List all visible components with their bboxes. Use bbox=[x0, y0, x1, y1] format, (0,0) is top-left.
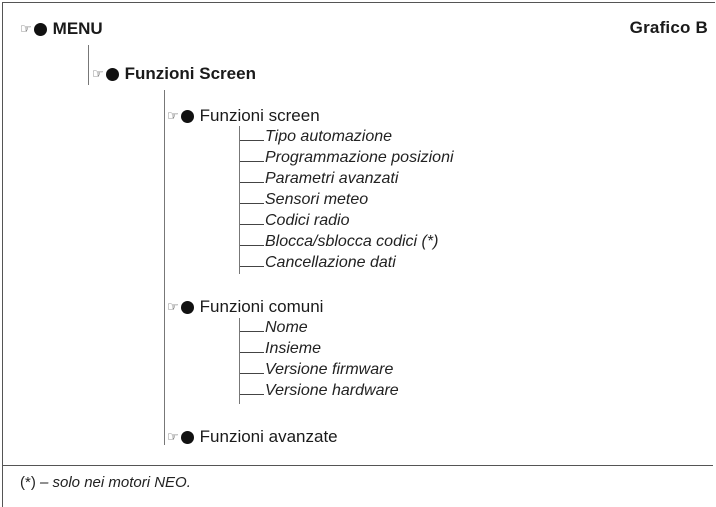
item-connector bbox=[240, 212, 264, 225]
footnote: (*) – solo nei motori NEO. bbox=[20, 474, 191, 491]
group-label: Funzioni comuni bbox=[199, 297, 324, 316]
footnote-text: – solo nei motori NEO. bbox=[35, 474, 191, 491]
menu-root: ☞ MENU bbox=[20, 19, 103, 39]
level1-label: Funzioni Screen bbox=[124, 64, 256, 83]
hand-pointing-icon: ☞ bbox=[167, 429, 179, 445]
footnote-marker: (*) bbox=[20, 474, 36, 491]
list-item: Codici radio bbox=[240, 212, 349, 230]
item-connector bbox=[240, 149, 264, 162]
group-node-screen: ☞ Funzioni screen bbox=[167, 106, 320, 126]
footnote-divider bbox=[2, 465, 713, 466]
item-connector bbox=[240, 233, 264, 246]
list-item: Versione firmware bbox=[240, 361, 393, 379]
connector-level1-to-groups bbox=[164, 90, 165, 445]
item-connector bbox=[240, 340, 264, 353]
list-item: Cancellazione dati bbox=[240, 254, 396, 272]
item-connector bbox=[240, 128, 264, 141]
group-node-common: ☞ Funzioni comuni bbox=[167, 297, 323, 317]
connector-group2-items bbox=[239, 318, 240, 404]
item-connector bbox=[240, 254, 264, 267]
item-connector bbox=[240, 319, 264, 332]
hand-pointing-icon: ☞ bbox=[20, 21, 32, 37]
group-node-advanced: ☞ Funzioni avanzate bbox=[167, 427, 338, 447]
list-item: Versione hardware bbox=[240, 382, 399, 400]
item-connector bbox=[240, 382, 264, 395]
graph-title: Grafico B bbox=[629, 18, 708, 37]
level1-node: ☞ Funzioni Screen bbox=[92, 64, 256, 84]
hand-pointing-icon: ☞ bbox=[167, 299, 179, 315]
list-item: Nome bbox=[240, 319, 308, 337]
bullet-icon bbox=[180, 430, 194, 444]
bullet-icon bbox=[105, 67, 119, 81]
bullet-icon bbox=[180, 300, 194, 314]
connector-menu-to-level1 bbox=[88, 45, 89, 85]
list-item: Parametri avanzati bbox=[240, 170, 398, 188]
list-item: Sensori meteo bbox=[240, 191, 368, 209]
hand-pointing-icon: ☞ bbox=[92, 66, 104, 82]
bullet-icon bbox=[180, 109, 194, 123]
list-item: Insieme bbox=[240, 340, 321, 358]
connector-group1-items bbox=[239, 126, 240, 274]
bullet-icon bbox=[33, 22, 47, 36]
item-connector bbox=[240, 191, 264, 204]
group-label: Funzioni avanzate bbox=[199, 427, 338, 446]
hand-pointing-icon: ☞ bbox=[167, 108, 179, 124]
item-connector bbox=[240, 170, 264, 183]
item-connector bbox=[240, 361, 264, 374]
list-item: Tipo automazione bbox=[240, 128, 392, 146]
menu-label: MENU bbox=[52, 19, 103, 38]
group-label: Funzioni screen bbox=[199, 106, 320, 125]
list-item: Blocca/sblocca codici (*) bbox=[240, 233, 438, 251]
list-item: Programmazione posizioni bbox=[240, 149, 454, 167]
